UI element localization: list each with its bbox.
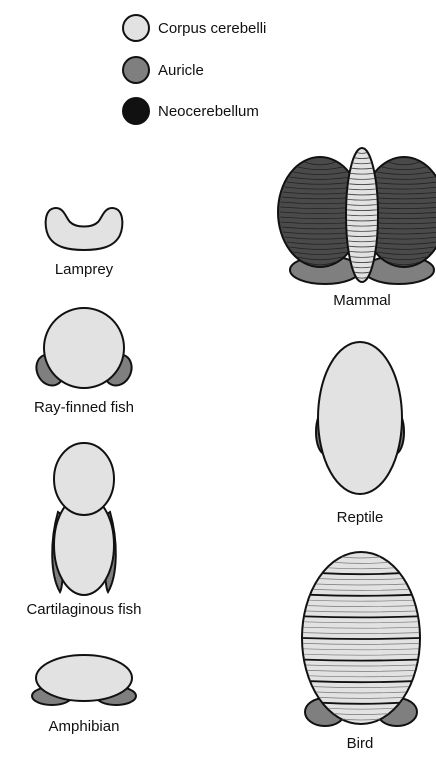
bird-folium bbox=[323, 703, 399, 704]
mammal-cerebellum bbox=[278, 148, 436, 284]
amphibian-cerebellum bbox=[32, 655, 136, 705]
lamprey-corpus-cerebelli bbox=[46, 208, 123, 250]
reptile-corpus-cerebelli bbox=[318, 342, 402, 494]
bird-folium bbox=[311, 595, 411, 596]
bird-folium bbox=[323, 573, 399, 574]
amphibian-corpus-cerebelli bbox=[36, 655, 132, 701]
bird-folium bbox=[305, 616, 417, 617]
label-cartilaginous-fish: Cartilaginous fish bbox=[26, 602, 141, 617]
lamprey-cerebellum bbox=[46, 208, 123, 250]
label-lamprey: Lamprey bbox=[55, 262, 113, 277]
cartilaginous-fish-cerebellum bbox=[52, 443, 116, 595]
bird-folium bbox=[305, 660, 417, 661]
ray-finned-fish-corpus-cerebelli bbox=[44, 308, 124, 388]
legend-neocerebellum-swatch bbox=[123, 98, 149, 124]
label-mammal: Mammal bbox=[333, 293, 391, 308]
cartilaginous-fish-anterior-lobe bbox=[54, 443, 114, 515]
legend-corpus-swatch bbox=[123, 15, 149, 41]
legend-auricle-swatch bbox=[123, 57, 149, 83]
label-amphibian: Amphibian bbox=[49, 719, 120, 734]
label-reptile: Reptile bbox=[337, 510, 384, 525]
legend-label-corpus-cerebelli: Corpus cerebelli bbox=[158, 21, 266, 36]
bird-folium bbox=[311, 681, 411, 682]
bird-folium bbox=[303, 638, 419, 639]
legend-label-neocerebellum: Neocerebellum bbox=[158, 104, 259, 119]
label-ray-finned-fish: Ray-finned fish bbox=[34, 400, 134, 415]
ray-finned-fish-cerebellum bbox=[31, 308, 136, 390]
label-bird: Bird bbox=[347, 736, 374, 751]
legend-label-auricle: Auricle bbox=[158, 63, 204, 78]
reptile-cerebellum bbox=[316, 342, 404, 494]
bird-cerebellum bbox=[302, 552, 420, 726]
